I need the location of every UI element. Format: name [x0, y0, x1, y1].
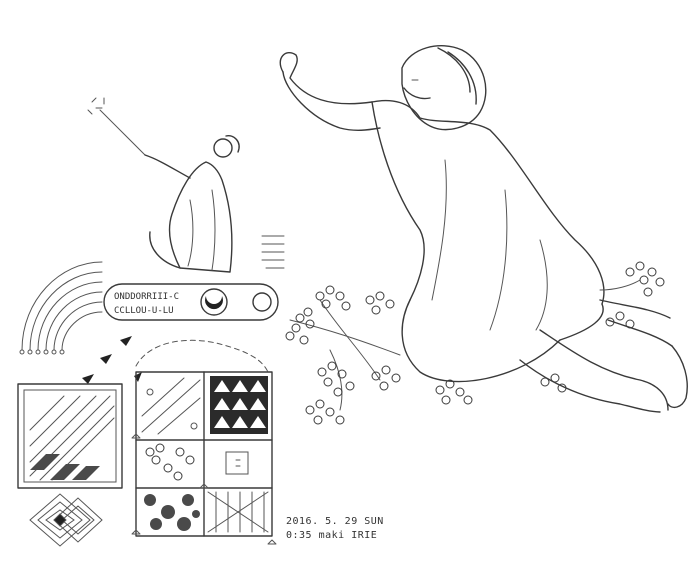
triangle-trail [82, 336, 269, 384]
quilt-grid [131, 371, 277, 545]
lettered-tube [103, 283, 279, 321]
small-fairy-figure [87, 97, 240, 273]
concentric-arcs [19, 261, 103, 355]
floating-girl-figure [279, 45, 688, 413]
flower-clusters [285, 261, 665, 425]
caption-author: 0:35 maki IRIE [286, 530, 378, 541]
caption-date: 2016. 5. 29 SUN [286, 516, 384, 527]
nested-diamonds [29, 493, 103, 547]
striped-square [17, 383, 123, 489]
tube-text-line1: ONDDORRIII-C [114, 292, 179, 302]
motion-lines [261, 235, 285, 269]
tube-text-line2: CCLLOU-U-LU [114, 306, 174, 316]
